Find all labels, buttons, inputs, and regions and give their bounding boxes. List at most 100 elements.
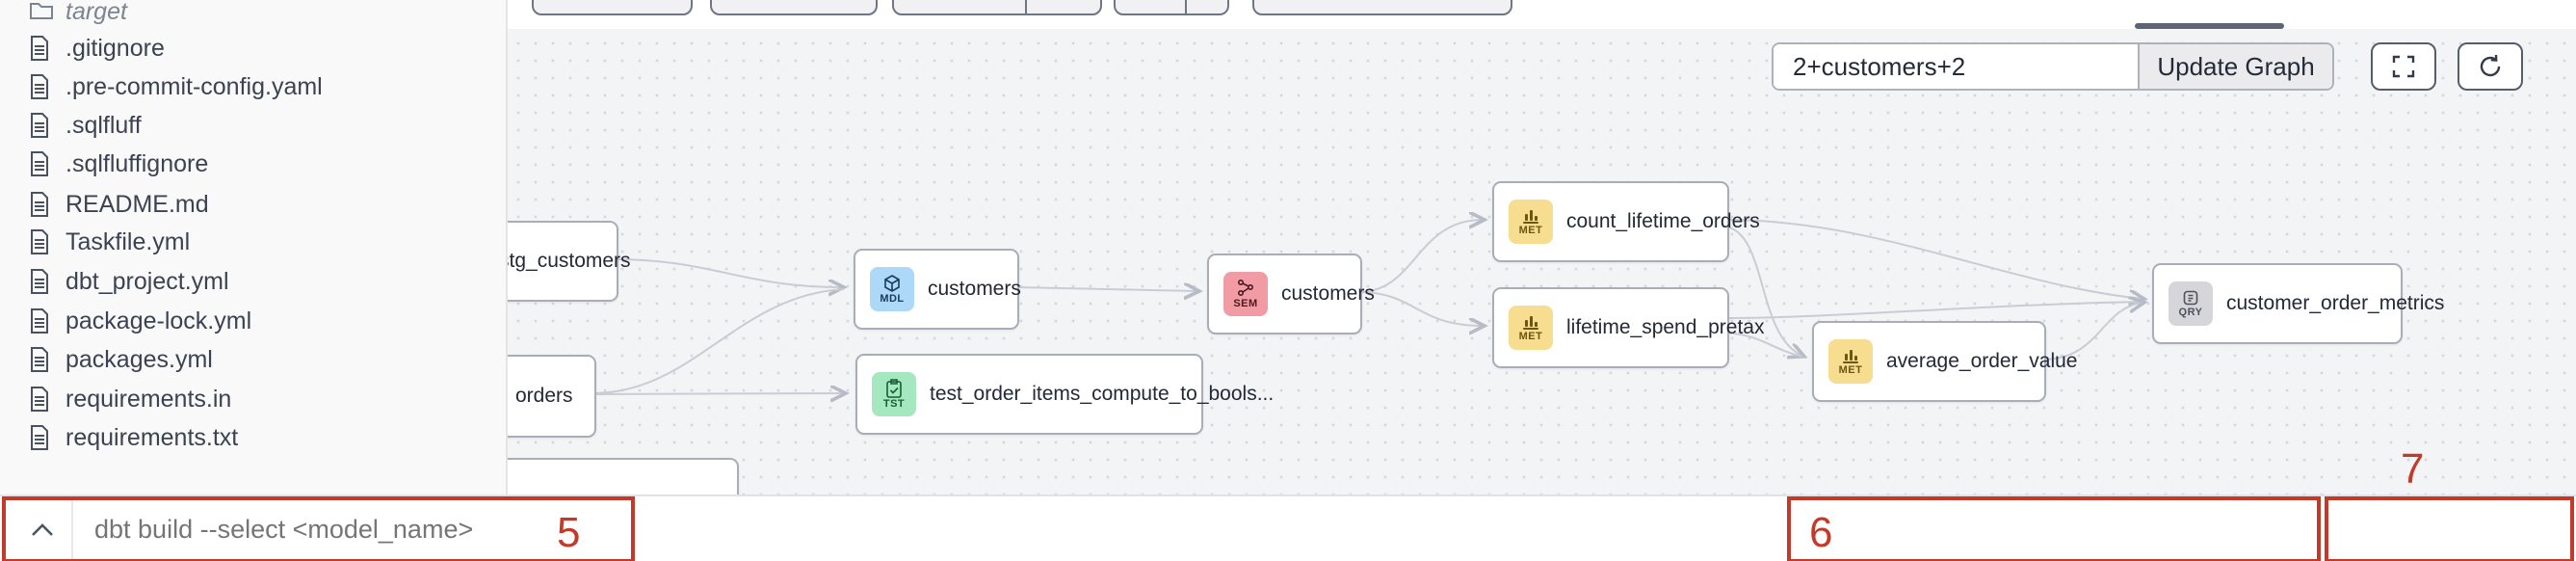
annotation-number-7: 7 <box>2401 445 2425 493</box>
node-customers-model[interactable]: MDL customers <box>854 249 1021 330</box>
node-label: count_lifetime_orders <box>1566 210 1760 232</box>
cutoff-filter-button[interactable] <box>892 0 1102 15</box>
node-label: lifetime_spend_pretax <box>1566 316 1765 338</box>
node-label: customers <box>1281 282 1375 305</box>
file-tree-sidebar[interactable]: target .gitignore .pre-commit-config.yam… <box>0 0 508 494</box>
bar-chart-icon <box>1523 210 1538 224</box>
file-tree-item[interactable]: .pre-commit-config.yaml <box>0 67 506 106</box>
file-name: Taskfile.yml <box>66 227 191 255</box>
badge-label: SEM <box>1233 298 1258 309</box>
node-test-order-items[interactable]: TST test_order_items_compute_to_bools... <box>855 354 1274 435</box>
metric-badge-icon: MET <box>1828 339 1873 384</box>
node-stg-customers[interactable]: stg_customers <box>506 221 631 302</box>
file-tree-item[interactable]: README.md <box>0 185 506 224</box>
annotation-box-7 <box>2325 496 2574 561</box>
badge-label: MET <box>1518 225 1543 236</box>
node-label: test_order_items_compute_to_bools... <box>930 383 1275 405</box>
node-customers-semantic[interactable]: SEM customers <box>1207 254 1375 334</box>
file-name: dbt_project.yml <box>66 267 229 295</box>
file-tree-item[interactable]: requirements.txt <box>0 418 506 457</box>
annotation-number-6: 6 <box>1809 509 1833 556</box>
graph-selector-input[interactable] <box>1774 44 2138 89</box>
badge-label: MET <box>1518 331 1543 342</box>
cutoff-filter-button[interactable] <box>1114 0 1229 15</box>
node-label: customers <box>928 278 1021 300</box>
node-label: stg_customers <box>506 250 631 272</box>
annotation-box-5 <box>2 496 635 561</box>
file-tree-item[interactable]: package-lock.yml <box>0 302 506 340</box>
file-tree-item[interactable]: .gitignore <box>0 29 506 67</box>
file-icon <box>29 34 54 63</box>
file-name: .pre-commit-config.yaml <box>66 72 323 100</box>
query-badge-icon: QRY <box>2169 281 2213 326</box>
file-icon <box>29 227 54 256</box>
fullscreen-icon <box>2392 55 2415 78</box>
file-icon <box>29 149 54 178</box>
file-name: packages.yml <box>66 345 213 373</box>
saved-query-icon <box>2183 290 2198 306</box>
badge-label: MET <box>1838 364 1863 376</box>
command-bar: Defer to staging/production ? Ready <box>0 494 2576 561</box>
file-name: .gitignore <box>66 34 165 62</box>
model-badge-icon: MDL <box>870 267 914 311</box>
active-tab-indicator <box>2135 23 2284 29</box>
metric-badge-icon: MET <box>1509 200 1553 244</box>
badge-label: MDL <box>880 293 905 305</box>
annotation-number-5: 5 <box>557 509 581 556</box>
file-tree-item[interactable]: Taskfile.yml <box>0 223 506 261</box>
annotation-box-6 <box>1787 496 2321 561</box>
lineage-canvas[interactable]: stg_customers orders MDL customers TST t… <box>506 29 2576 494</box>
file-name: requirements.txt <box>66 423 239 451</box>
file-name: requirements.in <box>66 385 232 413</box>
file-tree-item[interactable]: dbt_project.yml <box>0 262 506 301</box>
file-name: package-lock.yml <box>66 307 252 334</box>
semantic-badge-icon: SEM <box>1223 272 1268 316</box>
file-icon <box>29 190 54 219</box>
file-tree-item[interactable]: .sqlfluff <box>0 106 506 145</box>
node-orders[interactable]: orders <box>506 355 596 438</box>
file-tree-item[interactable]: packages.yml <box>0 340 506 379</box>
node-partial-bottom[interactable] <box>506 458 739 494</box>
update-graph-button[interactable]: Update Graph <box>2138 44 2332 89</box>
file-icon <box>29 267 54 296</box>
file-tree-item-target[interactable]: target <box>0 0 506 31</box>
badge-label: TST <box>882 398 906 410</box>
node-customer-order-metrics[interactable]: QRY customer_order_metrics <box>2152 263 2444 344</box>
collapse-panel-button[interactable] <box>15 496 69 561</box>
chevron-up-icon <box>32 522 53 536</box>
file-icon <box>29 345 54 374</box>
node-lifetime-spend-pretax[interactable]: MET lifetime_spend_pretax <box>1492 287 1764 368</box>
command-input[interactable] <box>92 514 536 546</box>
file-name: README.md <box>66 190 209 218</box>
node-label: customer_order_metrics <box>2226 292 2445 314</box>
lineage-edges <box>591 29 2576 494</box>
file-icon <box>29 307 54 335</box>
file-icon <box>29 72 54 101</box>
fullscreen-button[interactable] <box>2371 42 2436 91</box>
file-icon <box>29 423 54 452</box>
cutoff-filter-button[interactable] <box>710 0 878 15</box>
clipboard-check-icon <box>886 379 902 398</box>
node-average-order-value[interactable]: MET average_order_value <box>1812 321 2077 402</box>
network-icon <box>1237 279 1254 297</box>
badge-label: QRY <box>2178 307 2203 318</box>
cutoff-filter-button[interactable] <box>1252 0 1512 15</box>
test-badge-icon: TST <box>872 372 916 416</box>
refresh-button[interactable] <box>2458 42 2523 91</box>
graph-selector-control: Update Graph <box>1772 42 2334 91</box>
bar-chart-icon <box>1843 350 1858 363</box>
refresh-icon <box>2480 54 2501 77</box>
file-name: target <box>66 0 127 25</box>
node-count-lifetime-orders[interactable]: MET count_lifetime_orders <box>1492 181 1760 262</box>
file-name: .sqlfluff <box>66 111 142 139</box>
file-tree-item[interactable]: requirements.in <box>0 380 506 418</box>
node-label: average_order_value <box>1886 350 2078 372</box>
node-label: orders <box>515 385 573 407</box>
file-icon <box>29 385 54 414</box>
file-name: .sqlfluffignore <box>66 149 209 177</box>
folder-icon <box>29 0 54 26</box>
cutoff-filter-button[interactable] <box>532 0 693 15</box>
file-tree-item[interactable]: .sqlfluffignore <box>0 145 506 183</box>
cube-icon <box>884 275 900 292</box>
